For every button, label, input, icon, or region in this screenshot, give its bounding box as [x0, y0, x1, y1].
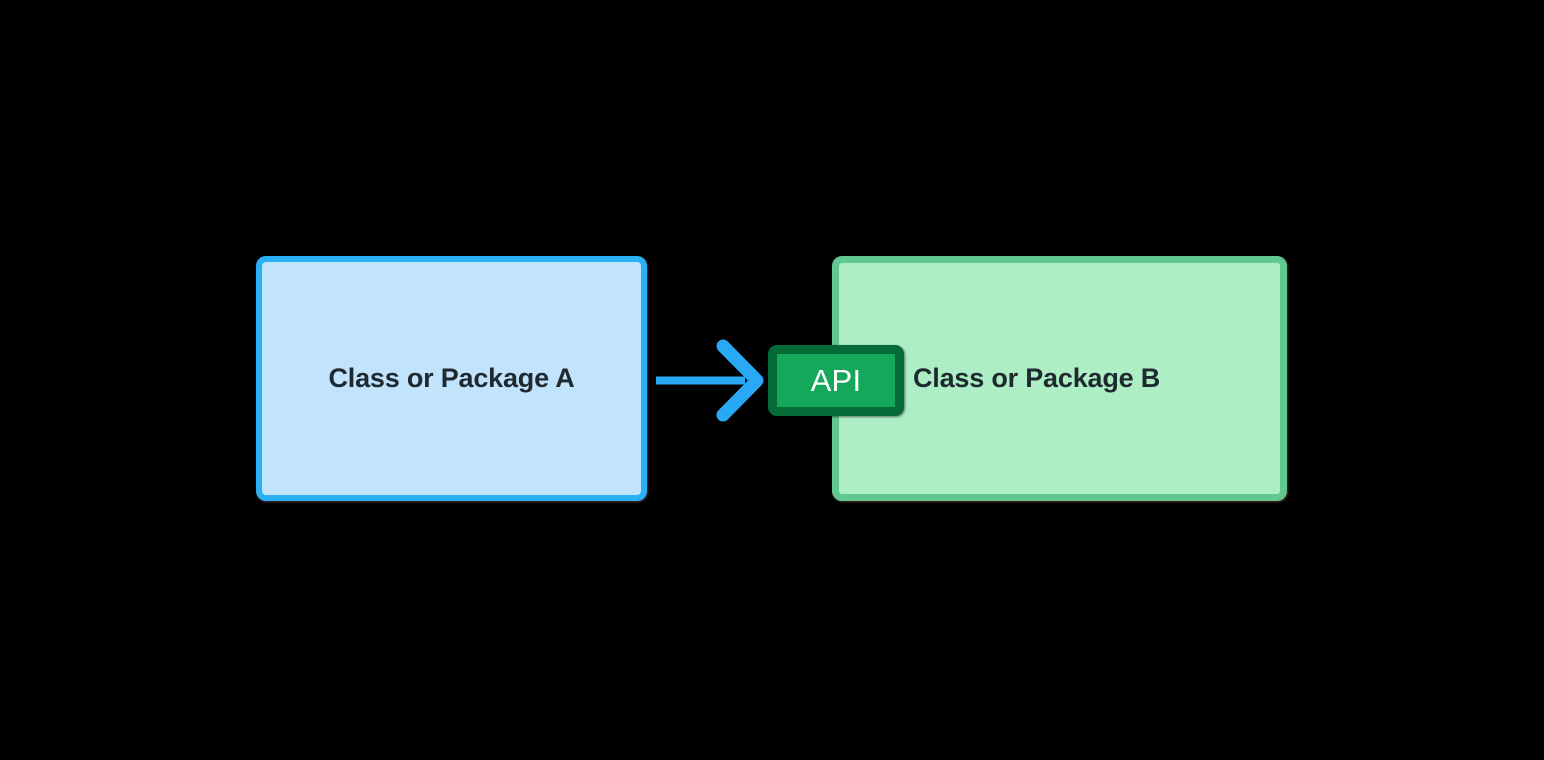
- arrow-right-icon: [656, 339, 764, 422]
- node-b-label: Class or Package B: [913, 363, 1161, 393]
- node-class-or-package-a[interactable]: Class or Package A: [256, 256, 647, 501]
- api-badge[interactable]: API: [768, 345, 904, 416]
- node-a-label: Class or Package A: [328, 363, 575, 393]
- node-class-or-package-b[interactable]: Class or Package B: [832, 256, 1287, 501]
- api-badge-label: API: [810, 363, 862, 398]
